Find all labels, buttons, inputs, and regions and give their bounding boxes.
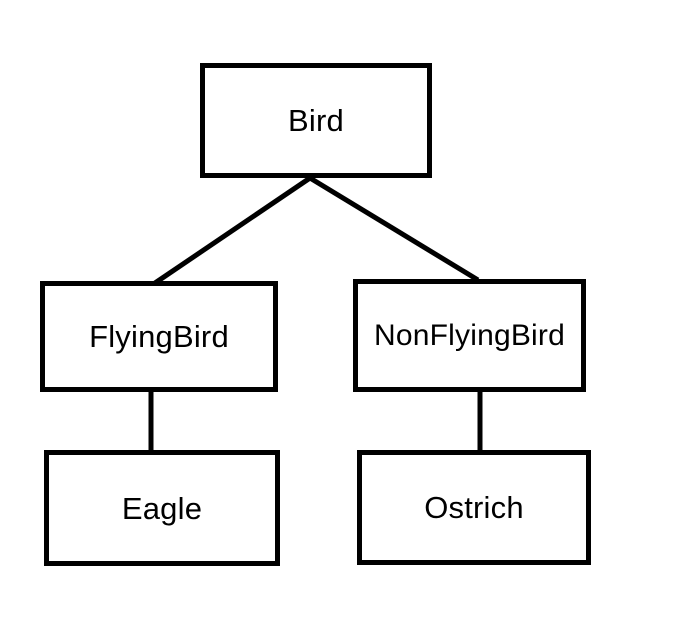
node-ostrich[interactable]: Ostrich — [357, 450, 591, 565]
node-eagle[interactable]: Eagle — [44, 450, 280, 566]
node-flyingbird-label: FlyingBird — [89, 319, 229, 354]
node-bird[interactable]: Bird — [200, 63, 432, 178]
node-bird-label: Bird — [288, 103, 344, 138]
edge-bird-to-nonflyingbird — [308, 175, 480, 283]
edge-bird-to-flyingbird — [153, 175, 312, 286]
node-nonflyingbird[interactable]: NonFlyingBird — [353, 279, 586, 392]
node-flyingbird[interactable]: FlyingBird — [40, 281, 278, 392]
node-eagle-label: Eagle — [121, 490, 203, 526]
node-nonflyingbird-label: NonFlyingBird — [373, 318, 565, 352]
node-ostrich-label: Ostrich — [424, 490, 524, 525]
